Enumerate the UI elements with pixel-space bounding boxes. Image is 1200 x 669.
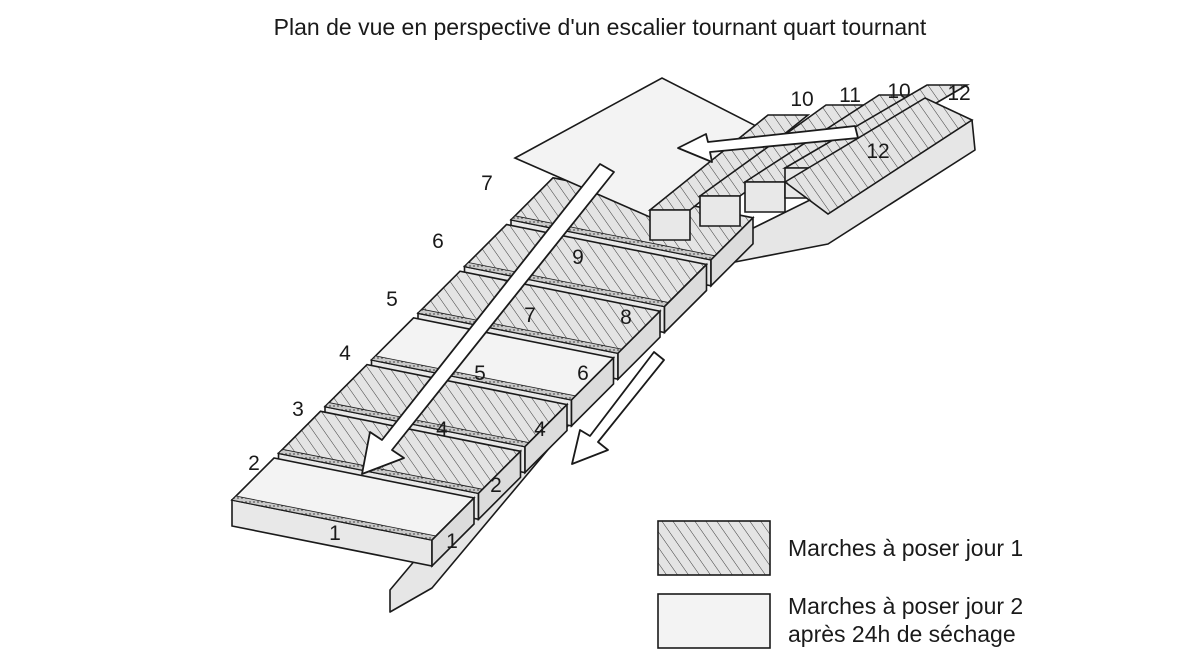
step-number-right: 6 — [577, 362, 589, 385]
step-number-tread: 9 — [572, 246, 584, 269]
step-number-left: 5 — [386, 288, 398, 311]
upper-step-riser — [699, 195, 741, 227]
legend-swatch-plain — [657, 593, 771, 649]
step-number-top: 11 — [839, 84, 861, 107]
upper-step-riser — [649, 209, 691, 241]
step-side — [524, 402, 568, 475]
direction-arrow-slab — [571, 351, 665, 465]
step-number-right: 2 — [490, 474, 502, 497]
step-number-left: 7 — [481, 172, 493, 195]
step-number-tread: 5 — [474, 362, 486, 385]
step-side — [710, 215, 754, 288]
legend-label-day2-line2: après 24h de séchage — [788, 621, 1016, 647]
step-side — [431, 496, 475, 568]
page-title: Plan de vue en perspective d'un escalier… — [273, 14, 927, 40]
step-number-top: 12 — [947, 82, 970, 105]
step-number-right: 8 — [620, 306, 632, 329]
legend-swatch-hatched — [657, 520, 771, 576]
legend-label-day2-line1: Marches à poser jour 2 — [788, 593, 1024, 619]
step-number-top: 10 — [790, 88, 813, 111]
step-number-tread: 7 — [524, 304, 536, 327]
direction-arrow-upper — [677, 125, 859, 163]
legend-label-day2: Marches à poser jour 2 après 24h de séch… — [788, 592, 1023, 648]
step-number-top: 10 — [887, 80, 910, 103]
step-number-left: 4 — [339, 342, 351, 365]
step-number-left: 3 — [292, 398, 304, 421]
step-number-left: 6 — [432, 230, 444, 253]
step-side — [477, 449, 522, 522]
step-side — [617, 309, 661, 382]
step-number-upper-tread: 12 — [866, 140, 889, 163]
step-side — [663, 262, 708, 335]
upper-step-riser — [744, 181, 786, 213]
step-number-left: 2 — [248, 452, 260, 475]
step-number-right: 4 — [534, 418, 546, 441]
step-number-tread: 1 — [329, 522, 341, 545]
upper-top-tread — [783, 97, 974, 215]
direction-arrow-main — [361, 163, 615, 475]
step-side — [570, 355, 615, 428]
step-number-tread: 4 — [436, 418, 448, 441]
legend-label-day1: Marches à poser jour 1 — [788, 535, 1024, 561]
step-number-right: 1 — [446, 530, 458, 553]
